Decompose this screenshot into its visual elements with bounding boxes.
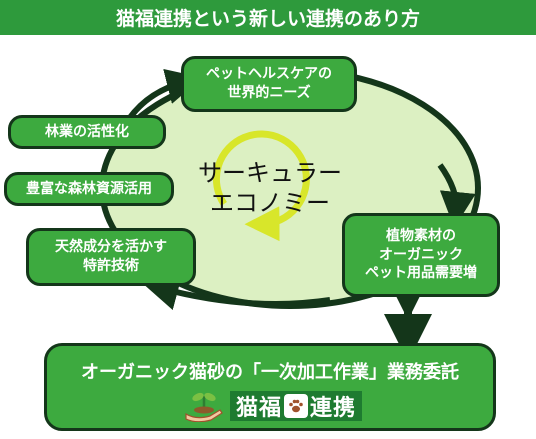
pet-health-line-1: ペットヘルスケアの bbox=[206, 66, 332, 83]
paw-icon bbox=[284, 394, 309, 418]
arrow-to-plant bbox=[437, 163, 476, 228]
pet-health-line-2: 世界的ニーズ bbox=[227, 85, 311, 101]
hand-sprout-icon bbox=[185, 392, 223, 422]
forest-label: 豊富な森林資源活用 bbox=[26, 180, 152, 197]
page-title: 猫福連携という新しい連携のあり方 bbox=[0, 0, 536, 35]
center-line-2: エコノミー bbox=[210, 189, 330, 217]
logo-char-4: 携 bbox=[333, 396, 357, 421]
forestry-label: 林業の活性化 bbox=[45, 123, 129, 140]
logo-char-2: 福 bbox=[259, 396, 283, 421]
center-line-1: サーキュラー bbox=[198, 159, 342, 187]
circular-economy-label: サーキュラー エコノミー bbox=[180, 158, 360, 218]
tech-line-2: 特許技術 bbox=[83, 258, 139, 274]
node-forest-resources: 豊富な森林資源活用 bbox=[4, 172, 174, 206]
node-forestry: 林業の活性化 bbox=[8, 115, 166, 149]
nekofuku-logo: 猫 福 連 携 bbox=[184, 390, 363, 422]
logo-char-1: 猫 bbox=[236, 396, 260, 421]
recycle-ring-icon bbox=[212, 130, 310, 242]
plant-line-2: オーガニック bbox=[379, 246, 463, 263]
outsourcing-title: オーガニック猫砂の「一次加工作業」業務委託 bbox=[81, 362, 459, 383]
node-pet-health: ペットヘルスケアの 世界的ニーズ bbox=[181, 56, 357, 112]
logo-wordmark: 猫 福 連 携 bbox=[230, 391, 363, 421]
plant-line-1: 植物素材の bbox=[386, 227, 456, 244]
node-plant-materials: 植物素材の オーガニック ペット用品需要増 bbox=[342, 213, 500, 297]
outsourcing-box: オーガニック猫砂の「一次加工作業」業務委託 猫 福 連 携 bbox=[44, 343, 496, 431]
arrow-to-tech bbox=[142, 275, 331, 311]
node-patent-tech: 天然成分を活かす 特許技術 bbox=[26, 228, 196, 286]
plant-line-3: ペット用品需要増 bbox=[365, 265, 477, 282]
logo-char-3: 連 bbox=[310, 396, 334, 421]
tech-line-1: 天然成分を活かす bbox=[55, 239, 167, 256]
